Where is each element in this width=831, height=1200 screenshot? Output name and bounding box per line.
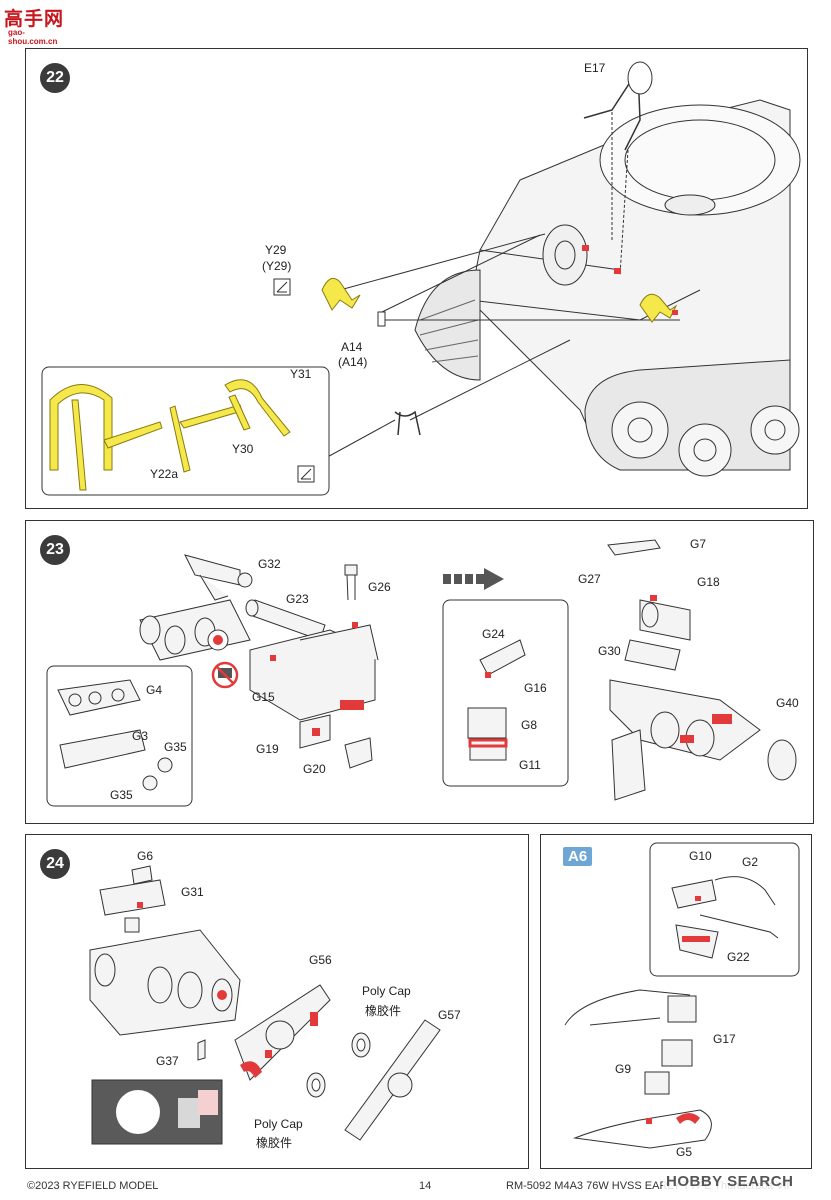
label-g31: G31	[181, 885, 204, 899]
label-g5: G5	[676, 1145, 693, 1159]
label-a14-paren: (A14)	[338, 355, 368, 369]
label-e17: E17	[584, 61, 606, 75]
label-g22: G22	[727, 950, 750, 964]
label-g16: G16	[524, 681, 547, 695]
label-y29: Y29	[265, 243, 287, 257]
label-g11: G11	[519, 758, 541, 772]
label-g35-a: G35	[164, 740, 187, 754]
label-g17: G17	[713, 1032, 736, 1046]
label-g8: G8	[521, 718, 538, 732]
label-g10: G10	[689, 849, 712, 863]
label-g15: G15	[252, 690, 275, 704]
label-g26: G26	[368, 580, 391, 594]
site-logo: 高手网 gao-shou.com.cn	[4, 4, 74, 46]
footer-copyright: ©2023 RYEFIELD MODEL	[27, 1180, 159, 1192]
step-23-number: 23	[40, 535, 70, 565]
label-poly-cap-1: Poly Cap	[362, 984, 411, 998]
hobby-search-watermark: HOBBY SEARCH	[663, 1173, 797, 1190]
label-g9: G9	[615, 1062, 632, 1076]
label-g7: G7	[690, 537, 707, 551]
label-g27: G27	[578, 572, 601, 586]
site-logo-url: gao-shou.com.cn	[8, 28, 58, 46]
label-g6: G6	[137, 849, 154, 863]
label-y22a: Y22a	[150, 467, 179, 481]
label-g40: G40	[776, 696, 799, 710]
label-g20: G20	[303, 762, 326, 776]
label-g2: G2	[742, 855, 759, 869]
label-g19: G19	[256, 742, 279, 756]
step-22-number: 22	[40, 63, 70, 93]
a6-tag: A6	[563, 847, 593, 866]
label-g18: G18	[697, 575, 720, 589]
footer-page-number: 14	[419, 1180, 432, 1192]
site-logo-brand: 高手网	[4, 8, 65, 30]
label-y31: Y31	[290, 367, 312, 381]
label-y29-paren: (Y29)	[262, 259, 292, 273]
label-poly-cap-1-cn: 橡胶件	[365, 1004, 402, 1018]
label-a14: A14	[341, 340, 363, 354]
step-24-number: 24	[40, 849, 70, 879]
label-g24: G24	[482, 627, 505, 641]
label-g57: G57	[438, 1008, 461, 1022]
label-g35-b: G35	[110, 788, 133, 802]
label-g23: G23	[286, 592, 309, 606]
label-y30: Y30	[232, 442, 254, 456]
label-poly-cap-2: Poly Cap	[254, 1117, 303, 1131]
label-g56: G56	[309, 953, 332, 967]
label-g32: G32	[258, 557, 281, 571]
label-g37: G37	[156, 1054, 179, 1068]
label-g3: G3	[132, 729, 149, 743]
label-g4: G4	[146, 683, 163, 697]
label-g30: G30	[598, 644, 621, 658]
label-poly-cap-2-cn: 橡胶件	[256, 1136, 293, 1150]
